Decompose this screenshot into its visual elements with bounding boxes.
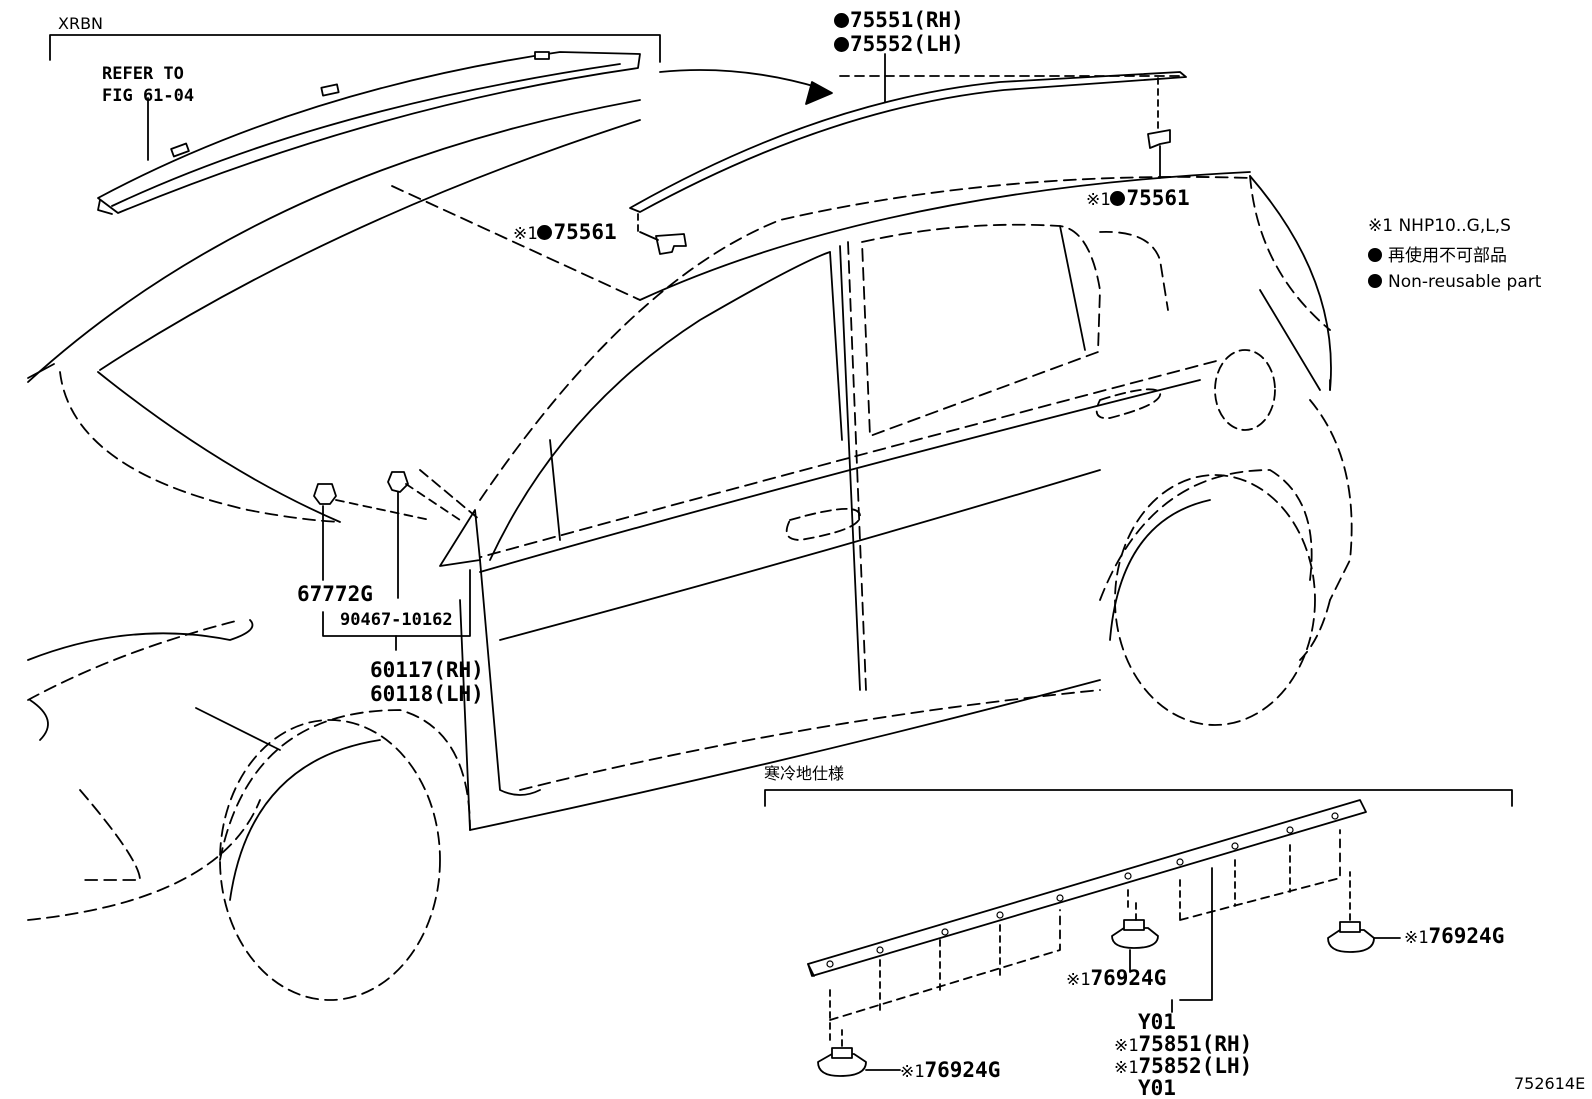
rocker-rh-label: ※175851(RH): [1114, 1032, 1253, 1056]
non-reusable-icon: [1110, 191, 1126, 206]
non-reusable-icon: [834, 37, 849, 52]
part-90467-label: 90467-10162: [340, 610, 453, 630]
rocker-y01-bottom-label: Y01: [1138, 1076, 1176, 1099]
part-60118-label: 60118(LH): [370, 682, 484, 706]
fastener-90467: [388, 472, 408, 598]
cold-area-bracket: [765, 790, 1512, 806]
figure-id: 752614E: [1514, 1074, 1586, 1093]
rocker-leader: [1180, 868, 1212, 1000]
transfer-arrow: [660, 70, 820, 88]
clip-75561-rear: [1148, 130, 1170, 178]
part-60117-label: 60117(RH): [370, 658, 484, 682]
non-reusable-icon: [1368, 274, 1382, 288]
legend-note: ※1 NHP10..G,L,S: [1368, 216, 1511, 236]
clip-76924g-center: [1112, 920, 1158, 972]
rocker-molding: [808, 800, 1366, 1040]
roof-molding-rh-label: 75551(RH): [834, 10, 964, 31]
car-body: [28, 100, 1352, 1000]
clip-76924g-right: [1328, 922, 1400, 952]
clip-76924g-right-label: ※176924G: [1404, 924, 1505, 948]
rocker-lh-label: ※175852(LH): [1114, 1054, 1253, 1078]
legend-en: Non-reusable part: [1368, 274, 1541, 291]
legend-jp: 再使用不可部品: [1368, 248, 1507, 265]
non-reusable-icon: [834, 13, 849, 28]
roof-molding: [630, 72, 1186, 212]
roof-molding-lh-label: 75552(LH): [834, 34, 964, 55]
fastener-67772g: [314, 484, 336, 580]
cold-area-label: 寒冷地仕様: [764, 764, 845, 783]
clip-76924g-left-label: ※176924G: [900, 1058, 1001, 1082]
part-67772g-label: 67772G: [297, 582, 373, 606]
xrbn-bracket: [50, 35, 660, 62]
clip-76924g-left: [818, 1048, 900, 1076]
non-reusable-icon: [537, 225, 553, 240]
refer-to-label: REFER TO: [102, 64, 184, 84]
rocker-y01-top-label: Y01: [1138, 1010, 1176, 1034]
roof-rail: [98, 52, 640, 214]
refer-fig-label: FIG 61-04: [102, 86, 195, 106]
clip-75561-front: [640, 232, 686, 254]
xrbn-label: XRBN: [58, 14, 104, 33]
clip-76924g-center-label: ※176924G: [1066, 966, 1167, 990]
rocker-holes: [827, 813, 1338, 967]
non-reusable-icon: [1368, 248, 1382, 262]
